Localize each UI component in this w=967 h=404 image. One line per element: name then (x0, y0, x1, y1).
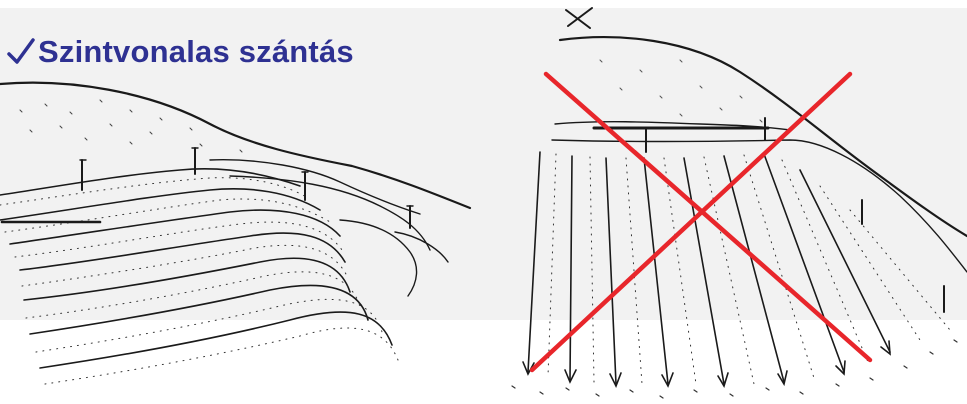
title-text: Szintvonalas szántás (38, 34, 354, 70)
slide-title: Szintvonalas szántás (6, 34, 354, 70)
check-icon (6, 37, 36, 67)
